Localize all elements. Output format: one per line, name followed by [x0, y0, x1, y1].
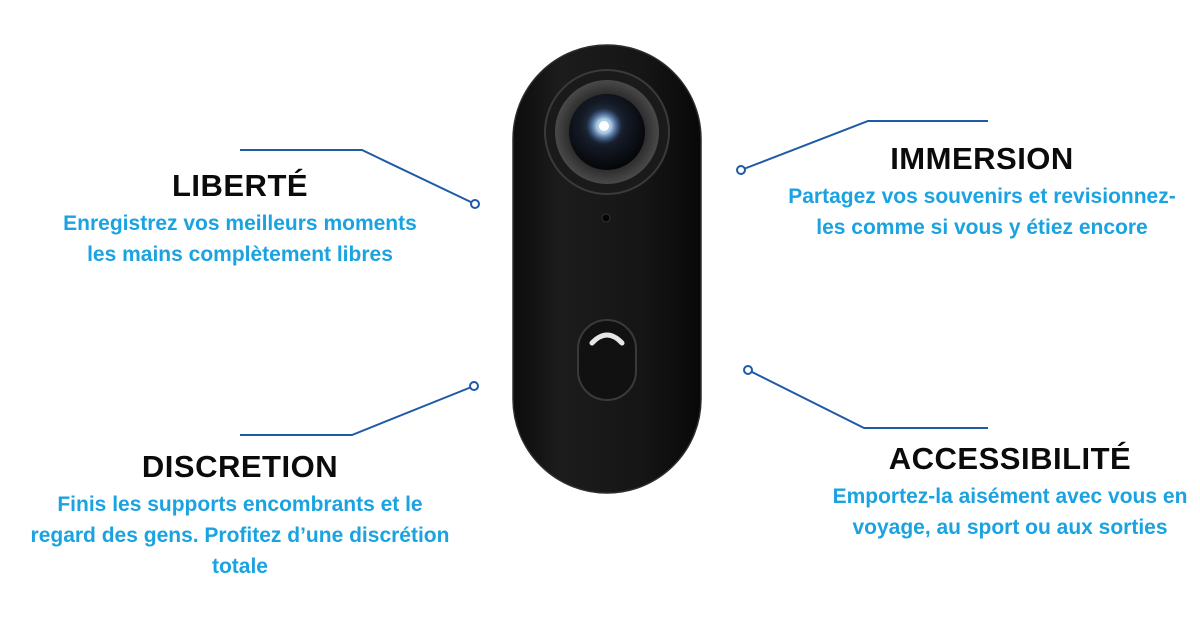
callout-discretion — [240, 381, 479, 436]
feature-discretion-title: DISCRETION — [141, 449, 339, 484]
callout-accessibilite — [743, 365, 988, 429]
shutter-button-icon — [577, 319, 637, 401]
feature-liberte-description: Enregistrez vos meilleurs moments les ma… — [63, 212, 417, 266]
feature-immersion-description: Partagez vos souvenirs et revisionnez-le… — [788, 185, 1176, 239]
feature-liberte: LIBERTÉ Enregistrez vos meilleurs moment… — [60, 168, 420, 270]
feature-accessibilite: ACCESSIBILITÉ Emportez-la aisément avec … — [820, 441, 1200, 543]
feature-accessibilite-title: ACCESSIBILITÉ — [888, 441, 1132, 476]
feature-discretion-description: Finis les supports encombrants et le reg… — [30, 493, 450, 578]
camera-360-icon — [512, 44, 702, 494]
feature-accessibilite-description: Emportez-la aisément avec vous en voyage… — [832, 485, 1188, 539]
feature-liberte-title: LIBERTÉ — [171, 168, 309, 203]
callout-liberte — [240, 149, 480, 209]
callout-immersion — [736, 120, 988, 175]
feature-discretion: DISCRETION Finis les supports encombrant… — [30, 449, 450, 582]
feature-immersion: IMMERSION Partagez vos souvenirs et revi… — [782, 141, 1182, 243]
feature-immersion-title: IMMERSION — [890, 141, 1074, 176]
